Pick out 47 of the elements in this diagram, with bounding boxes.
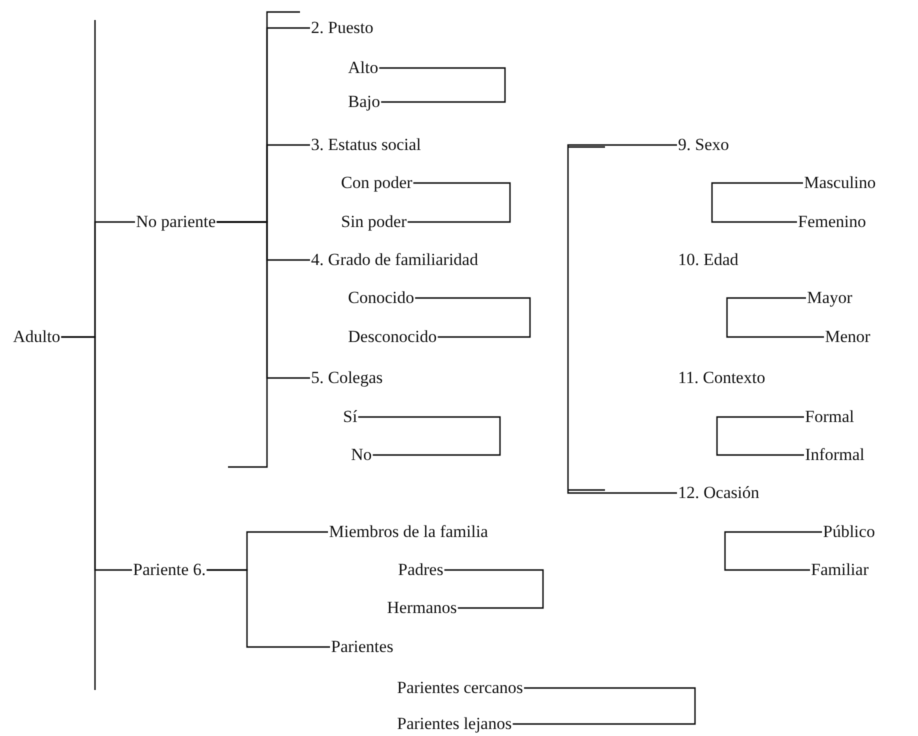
category-label: Público: [822, 521, 876, 543]
category-label: 12. Ocasión: [677, 482, 760, 504]
bracket-connector: [726, 297, 824, 338]
bracket-connector: [711, 182, 803, 223]
category-label: 2. Puesto: [310, 17, 374, 39]
category-label: 10. Edad: [677, 249, 740, 271]
category-label: 9. Sexo: [677, 134, 730, 156]
category-label: Adulto: [12, 326, 62, 348]
category-label: Femenino: [797, 211, 867, 233]
category-label: Sin poder: [340, 211, 408, 233]
category-label: No: [350, 444, 373, 466]
bracket-connector: [567, 144, 677, 494]
category-label: Menor: [824, 326, 872, 348]
category-label: Familiar: [810, 559, 870, 581]
category-label: Sí: [342, 406, 358, 428]
bracket-connector: [61, 336, 132, 571]
category-label: Pariente 6.: [132, 559, 207, 581]
category-label: Informal: [804, 444, 866, 466]
bracket-connector: [724, 531, 822, 571]
bracket-connector: [512, 687, 696, 725]
category-label: No pariente: [135, 211, 217, 233]
category-label: Padres: [397, 559, 444, 581]
category-label: Parientes: [330, 636, 394, 658]
category-label: Desconocido: [347, 326, 438, 348]
category-label: Miembros de la familia: [328, 521, 490, 543]
category-label: Formal: [804, 406, 856, 428]
category-label: 4. Grado de familiaridad: [310, 249, 480, 271]
category-label: 3. Estatus social: [310, 134, 422, 156]
category-label: Mayor: [806, 287, 854, 309]
bracket-connector: [206, 569, 330, 648]
bracket-connector: [358, 416, 501, 456]
bracket-connector: [379, 67, 506, 103]
category-label: Hermanos: [386, 597, 458, 619]
bracket-connector: [444, 569, 544, 609]
category-label: Parientes cercanos: [396, 677, 524, 699]
bracket-connector: [408, 182, 511, 223]
category-label: Parientes lejanos: [396, 713, 513, 735]
category-label: Bajo: [347, 91, 382, 113]
category-label: 11. Contexto: [677, 367, 766, 389]
bracket-connector: [716, 416, 804, 456]
category-label: Con poder: [340, 172, 414, 194]
bracket-connector: [415, 297, 531, 338]
category-label: 5. Colegas: [310, 367, 384, 389]
category-label: Conocido: [347, 287, 416, 309]
category-label: Masculino: [803, 172, 877, 194]
bracket-connector: [216, 221, 310, 379]
category-label: Alto: [347, 57, 380, 79]
